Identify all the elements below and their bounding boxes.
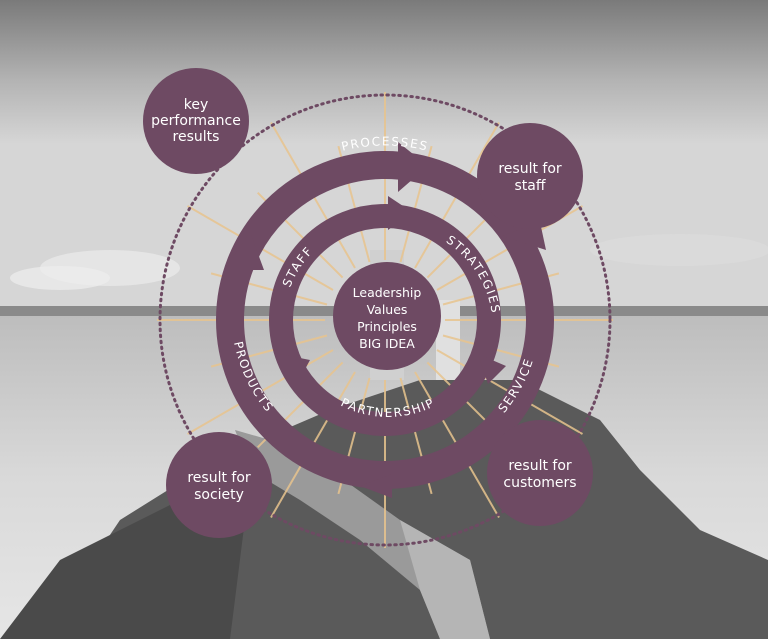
outcome-line: result for <box>508 458 572 474</box>
inner-ring-arrow-top <box>388 196 412 230</box>
core-line-big-idea: BIG IDEA <box>359 336 415 351</box>
core-line-principles: Principles <box>357 319 417 334</box>
inner-ring <box>269 204 501 436</box>
outer-ring <box>216 151 554 489</box>
outcome-line: performance <box>151 113 241 129</box>
outcome-result-for-customers: result for customers <box>487 420 593 526</box>
outer-ring-arrow-left <box>224 232 264 270</box>
outer-ring-arrow-bottom <box>360 474 392 498</box>
outer-dotted-circle <box>158 93 612 547</box>
outer-ring-arrow-top <box>398 142 428 192</box>
core-line-values: Values <box>367 302 408 317</box>
outcome-key-performance-results: key performance results <box>143 68 249 174</box>
outcome-result-for-society: result for society <box>166 432 272 538</box>
outcome-line: results <box>173 129 220 145</box>
outcome-line: society <box>194 487 244 503</box>
inner-ring-arrow-right <box>478 354 506 384</box>
outcome-line: customers <box>503 475 576 491</box>
outcome-line: result for <box>498 161 562 177</box>
core-line-leadership: Leadership <box>353 285 422 300</box>
outcome-result-for-staff: result for staff <box>477 123 583 229</box>
core-circle <box>333 262 441 370</box>
inner-ring-arrow-left <box>280 354 310 386</box>
outcome-line: result for <box>187 470 251 486</box>
label-processes: PROCESSES <box>340 134 430 153</box>
outer-ring-arrow-right <box>502 222 546 250</box>
outcome-line: key <box>184 97 209 113</box>
outcome-line: staff <box>514 178 545 194</box>
